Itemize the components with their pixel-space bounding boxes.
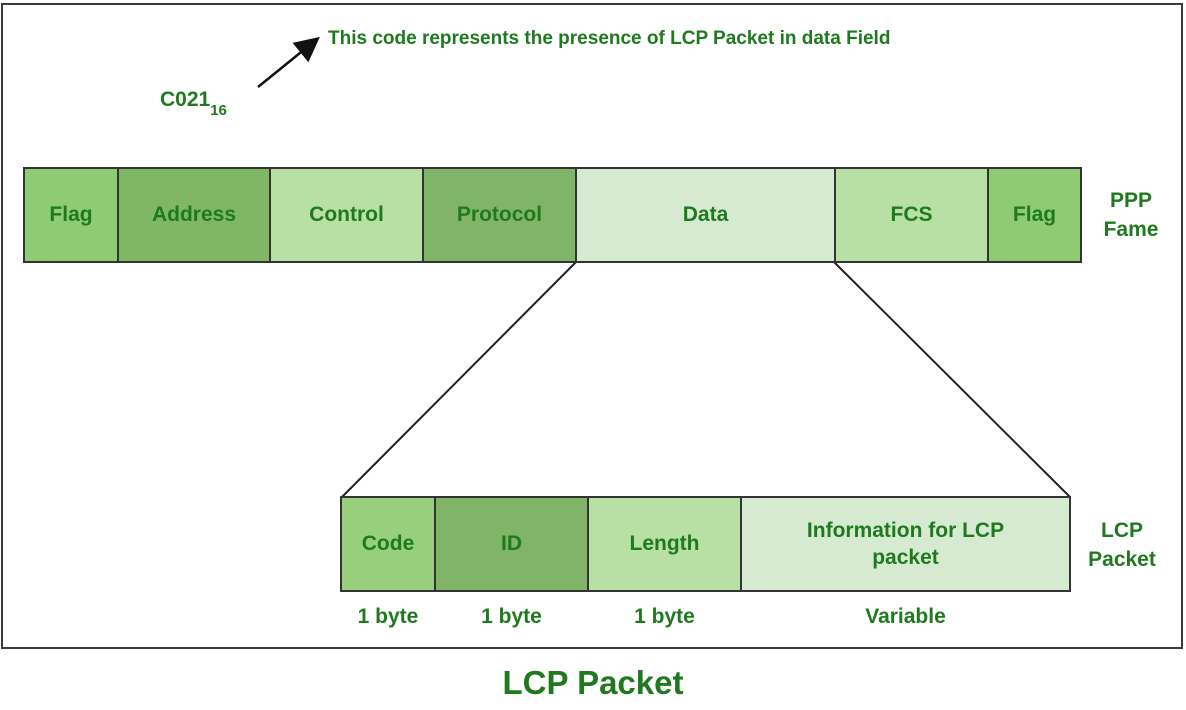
lcp-packet-label: LCP Packet bbox=[1076, 516, 1168, 575]
protocol-code: C02116 bbox=[160, 88, 227, 119]
ppp-field-control: Control bbox=[269, 167, 424, 263]
lcp-packet-label-line2: Packet bbox=[1088, 548, 1156, 572]
protocol-code-subscript: 16 bbox=[210, 102, 227, 120]
protocol-code-value: C021 bbox=[160, 88, 211, 111]
ppp-field-address: Address bbox=[117, 167, 271, 263]
ppp-frame-label-line1: PPP bbox=[1109, 189, 1153, 212]
lcp-field-code: Code bbox=[340, 496, 436, 592]
ppp-frame-label: PPP Fame bbox=[1088, 186, 1174, 245]
lcp-size-length: 1 byte bbox=[634, 605, 695, 628]
lcp-field-information: Information for LCP packet bbox=[740, 496, 1071, 592]
lcp-size-id: 1 byte bbox=[481, 605, 542, 628]
ppp-field-fcs: FCS bbox=[834, 167, 989, 263]
lcp-field-id: ID bbox=[434, 496, 589, 592]
ppp-field-flag-start: Flag bbox=[23, 167, 119, 263]
ppp-frame-label-line2: Fame bbox=[1103, 218, 1159, 242]
ppp-field-data: Data bbox=[575, 167, 836, 263]
ppp-field-protocol: Protocol bbox=[422, 167, 577, 263]
lcp-field-length: Length bbox=[587, 496, 742, 592]
diagram-caption: LCP Packet bbox=[502, 664, 684, 701]
lcp-size-information: Variable bbox=[865, 605, 946, 628]
lcp-packet-label-line1: LCP bbox=[1101, 519, 1143, 542]
ppp-field-flag-end: Flag bbox=[987, 167, 1082, 263]
annotation-note: This code represents the presence of LCP… bbox=[328, 28, 891, 49]
lcp-size-code: 1 byte bbox=[357, 605, 419, 628]
